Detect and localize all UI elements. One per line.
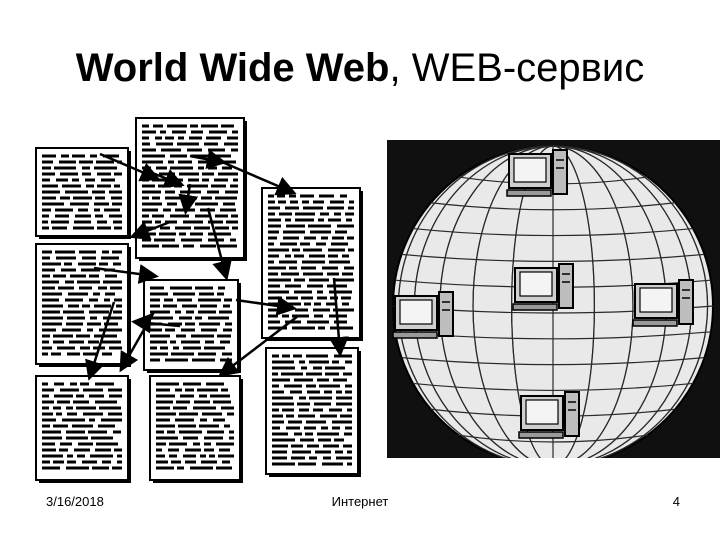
- hyperlink-arrow: [189, 149, 227, 170]
- footer-page-number: 4: [672, 494, 680, 509]
- hyperlink-arrow: [149, 169, 185, 188]
- hyperlink-arrow: [129, 220, 171, 240]
- hyperlink-arrow: [93, 264, 159, 284]
- document-page: [265, 347, 361, 477]
- title-regular-part: , WEB-сервис: [389, 46, 645, 90]
- computer-icon: [512, 263, 574, 311]
- document-page: [35, 375, 131, 483]
- document-page: [143, 279, 241, 373]
- hyperlink-arrow: [178, 183, 199, 215]
- footer-title: Интернет: [331, 494, 389, 509]
- linked-documents-figure: [30, 112, 370, 488]
- document-page: [35, 147, 131, 239]
- document-page: [135, 117, 247, 261]
- document-page: [261, 187, 363, 341]
- computer-icon: [506, 149, 568, 197]
- footer-date: 3/16/2018: [46, 494, 104, 509]
- globe-network-figure: [387, 140, 720, 458]
- hyperlink-arrow: [99, 152, 161, 182]
- document-page: [149, 375, 243, 483]
- hyperlink-arrow: [328, 277, 349, 357]
- title-bold-part: World Wide Web: [75, 46, 390, 90]
- hyperlink-arrow: [221, 160, 297, 196]
- hyperlink-arrow: [235, 295, 297, 316]
- hyperlink-arrow: [206, 207, 232, 281]
- computer-icon: [518, 391, 580, 439]
- hyperlink-arrow: [85, 301, 116, 381]
- hyperlink-arrow: [218, 315, 299, 378]
- globe-network-illustration: [387, 140, 720, 458]
- hyperlink-arrow: [131, 313, 181, 334]
- document-page: [35, 243, 131, 367]
- computer-icon: [392, 291, 454, 339]
- linked-documents-illustration: [35, 117, 363, 483]
- computer-icon: [632, 279, 694, 327]
- slide-title: World Wide Web, WEB-сервис: [0, 44, 720, 92]
